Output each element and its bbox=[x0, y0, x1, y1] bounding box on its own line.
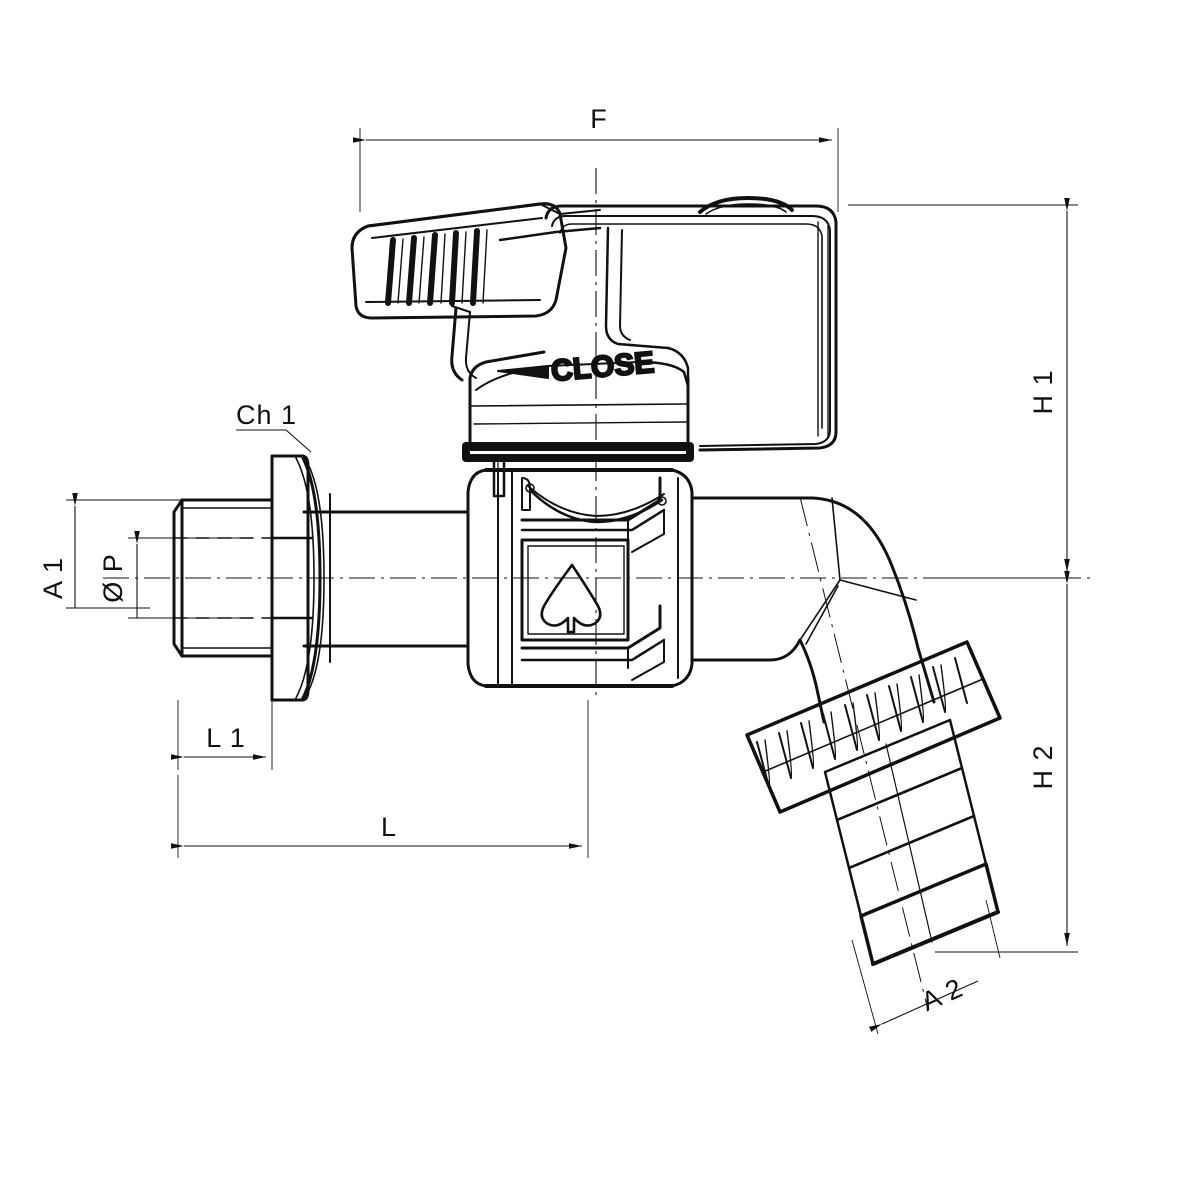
valve-geometry bbox=[172, 196, 1002, 966]
handle-housing-cover bbox=[544, 196, 838, 452]
label-h2: H 2 bbox=[1028, 744, 1058, 789]
body-outer-left bbox=[466, 468, 488, 688]
outlet-elbow bbox=[690, 496, 936, 724]
cover-front-face-2 bbox=[619, 229, 631, 341]
cover-outer bbox=[544, 204, 838, 452]
knurl-rib-tips bbox=[764, 664, 947, 788]
elbow-inner-arc bbox=[798, 638, 826, 724]
elbow-outer-arc bbox=[890, 564, 936, 704]
knurl-ribs bbox=[756, 657, 968, 788]
cover-front-face bbox=[604, 226, 670, 350]
bonnet-left-curve bbox=[468, 350, 546, 380]
dim-line-a2 bbox=[868, 980, 979, 1032]
cover-third-line bbox=[559, 223, 823, 429]
barb-axial-seam bbox=[885, 743, 933, 943]
knurled-nut-bottom-edge bbox=[778, 716, 1002, 814]
bonnet-outline bbox=[468, 376, 690, 448]
close-marking-text: CLOSE bbox=[550, 346, 656, 388]
label-phi-p: Ø P bbox=[98, 553, 128, 603]
inlet-thread-chamfer-tl bbox=[172, 498, 184, 658]
elbow-seam-vertical bbox=[831, 497, 841, 581]
elbow-top bbox=[690, 496, 894, 568]
centerlines bbox=[103, 168, 1090, 1011]
body-band-lower bbox=[520, 604, 662, 650]
elbow-bottom bbox=[690, 638, 802, 662]
outlet-axis-centerline bbox=[799, 496, 929, 1011]
handle-stem-arm bbox=[498, 226, 602, 242]
valve-bonnet bbox=[468, 350, 690, 448]
body-scoop-node-right bbox=[657, 496, 667, 506]
label-ch1: Ch 1 bbox=[236, 400, 297, 430]
dimension-labels: F H 1 H 2 A 1 Ø P Ch 1 L 1 L A 2 bbox=[38, 104, 1058, 1017]
close-arrow-triangle bbox=[497, 365, 549, 379]
label-a1: A 1 bbox=[38, 557, 68, 599]
body-panel bbox=[520, 538, 630, 642]
dimension-lines bbox=[72, 137, 1070, 1032]
hose-barb bbox=[823, 718, 1000, 966]
knurled-nut-body bbox=[745, 640, 1002, 814]
body-top-scoop bbox=[528, 488, 664, 524]
handle-grip-rib-highlights bbox=[397, 229, 488, 304]
label-f: F bbox=[590, 104, 608, 134]
label-a2: A 2 bbox=[917, 973, 968, 1018]
inlet-assembly bbox=[172, 454, 470, 702]
barb-step4 bbox=[859, 862, 1000, 966]
handle-arm-slab bbox=[451, 305, 471, 313]
bonnet-band-lower bbox=[473, 421, 687, 425]
cover-top-bump-inner bbox=[705, 203, 787, 215]
barb-step3 bbox=[847, 814, 988, 918]
label-h1: H 1 bbox=[1028, 369, 1058, 414]
ext-a2-left bbox=[851, 939, 879, 1035]
cover-second-line bbox=[551, 215, 831, 447]
body-scoop-node-left bbox=[525, 483, 535, 493]
hex-collar-face-curve-b bbox=[295, 457, 315, 699]
extension-lines bbox=[66, 128, 1078, 1035]
label-l1: L 1 bbox=[206, 723, 246, 753]
handle-inner-edge bbox=[371, 217, 543, 239]
knurled-nut bbox=[745, 640, 1002, 814]
handle-neck-upper bbox=[539, 203, 601, 215]
knurled-nut-inner-line bbox=[762, 678, 984, 773]
elbow-seam-diagonal bbox=[839, 579, 917, 601]
inlet-hidden-bore bbox=[173, 537, 313, 619]
handle-arm-left-inner bbox=[464, 311, 477, 379]
ext-a2-right bbox=[985, 899, 1001, 959]
body-panel-inner bbox=[527, 545, 625, 635]
knurled-nut-top-edge bbox=[746, 641, 968, 736]
hex-collar-face-curve-a bbox=[300, 454, 322, 702]
handle-grip-ribs bbox=[385, 228, 480, 306]
barb-end-face bbox=[871, 910, 1000, 966]
spade-symbol bbox=[540, 563, 602, 634]
label-l: L bbox=[381, 812, 397, 842]
body-top-ring bbox=[521, 477, 531, 511]
leader-line-ch1 bbox=[285, 429, 312, 453]
body-band-upper-4 bbox=[631, 509, 665, 553]
cover-top-bump bbox=[698, 196, 794, 214]
hex-collar-face-curve-c bbox=[307, 463, 325, 693]
body-band-lower-2 bbox=[520, 638, 666, 662]
valve-body bbox=[466, 468, 694, 688]
elbow-seam-diagonal-2 bbox=[799, 579, 841, 641]
elbow-seam-diagonal-3 bbox=[805, 585, 839, 645]
cover-body-front bbox=[666, 346, 690, 450]
barb-step1 bbox=[823, 718, 964, 822]
barb-step2 bbox=[835, 766, 976, 870]
bonnet-skirt-line bbox=[471, 403, 687, 407]
body-band-lower-4 bbox=[631, 639, 665, 681]
lever-handle bbox=[350, 202, 602, 382]
body-top-scoop-2 bbox=[527, 485, 665, 517]
body-outer-right bbox=[670, 468, 694, 688]
handle-arm-left bbox=[450, 306, 464, 382]
stem-collar-rect bbox=[462, 442, 694, 462]
bonnet-right-flank bbox=[638, 360, 690, 388]
